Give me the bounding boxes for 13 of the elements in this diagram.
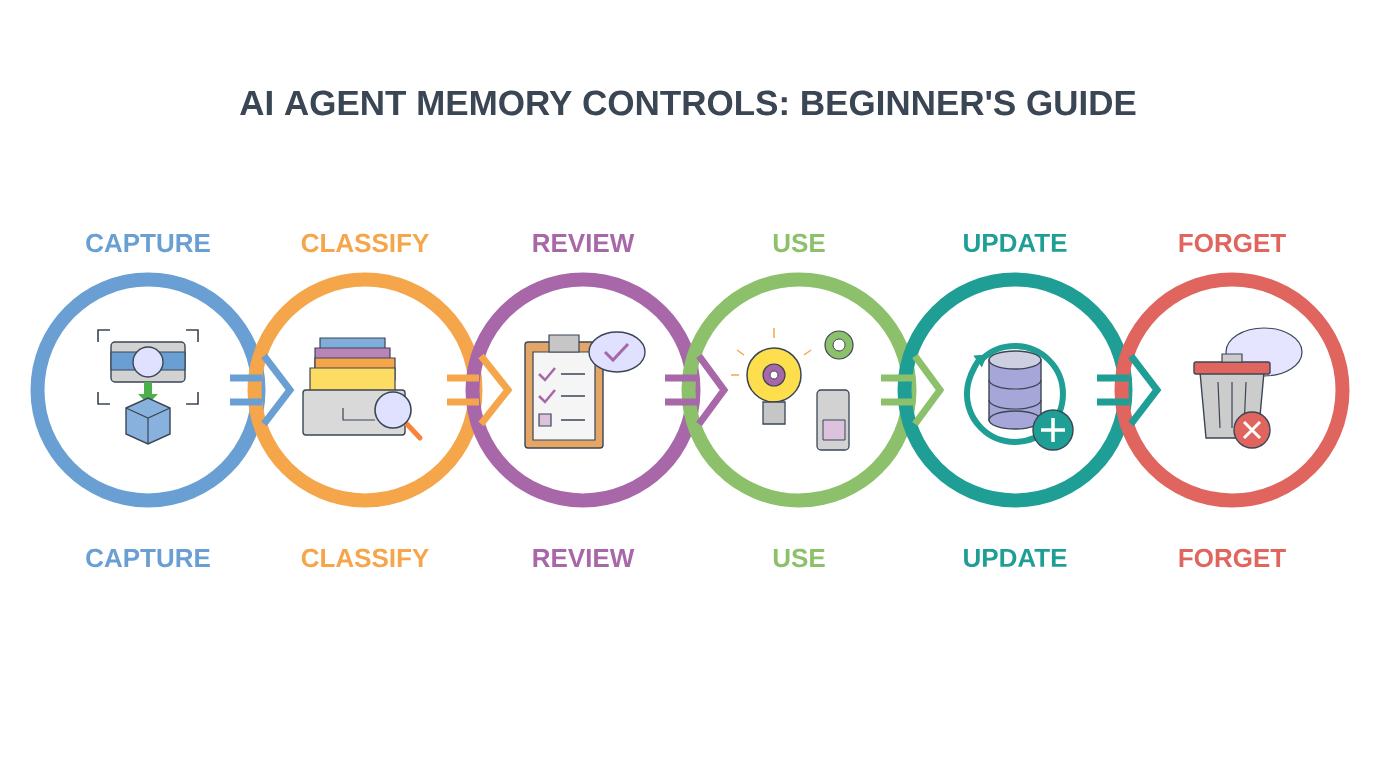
title: AI AGENT MEMORY CONTROLS: BEGINNER'S GUIDE	[240, 90, 1136, 116]
step-caption: FORGET	[1179, 548, 1286, 568]
step-heading: UPDATE	[964, 233, 1067, 253]
step-caption: REVIEW	[533, 549, 635, 567]
step-heading: CAPTURE	[86, 233, 210, 253]
step-caption: CLASSIFY	[301, 548, 429, 568]
step-caption: USE	[773, 548, 825, 568]
step-heading: REVIEW	[533, 234, 635, 252]
step-caption: UPDATE	[964, 548, 1067, 568]
step-heading: USE	[773, 233, 825, 253]
step-heading: CLASSIFY	[301, 233, 429, 253]
step-heading: FORGET	[1179, 233, 1286, 253]
step-caption: CAPTURE	[86, 548, 210, 568]
